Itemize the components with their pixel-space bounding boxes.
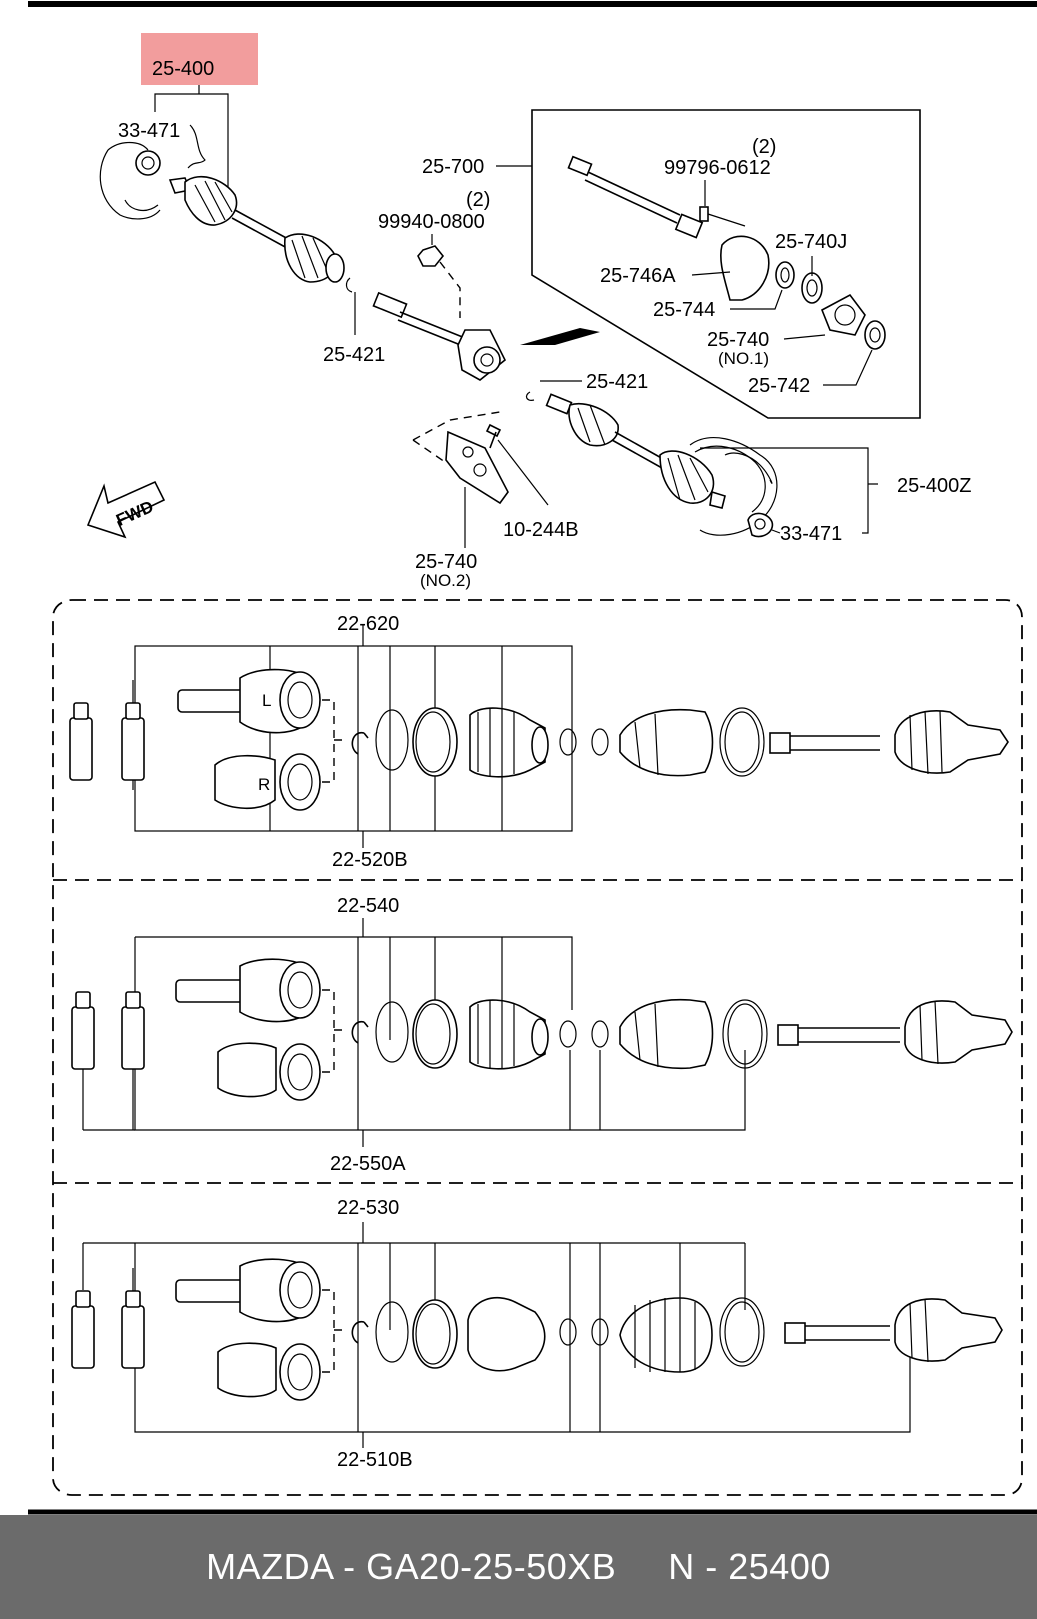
leader-25-746A xyxy=(691,271,731,276)
nut-99940 xyxy=(417,245,445,267)
label-25-740-no1[interactable]: (NO.1) xyxy=(718,349,769,368)
label-33-471-bottom[interactable]: 33-471 xyxy=(780,523,842,545)
label-99940-0800[interactable]: 99940-0800 xyxy=(378,211,485,233)
kit-frame xyxy=(52,599,1023,1496)
label-99940-qty[interactable]: (2) xyxy=(466,189,490,211)
kit-section-1: L R xyxy=(69,625,1009,848)
leader-33-471-bottom xyxy=(771,529,781,534)
fwd-arrow: FWD xyxy=(86,480,166,539)
circlip-right xyxy=(525,391,535,401)
joint-r-mark: R xyxy=(258,775,270,794)
label-25-400[interactable]: 25-400 xyxy=(152,58,214,80)
joint-l-mark: L xyxy=(262,691,271,710)
leader-10-244B xyxy=(497,439,549,506)
label-22-520B[interactable]: 22-520B xyxy=(332,849,408,871)
inset-parts xyxy=(567,155,886,350)
inset-arrow xyxy=(520,328,600,345)
driveshaft-left xyxy=(168,175,353,293)
kit-section-2 xyxy=(71,918,1013,1147)
label-22-550A[interactable]: 22-550A xyxy=(330,1153,406,1175)
label-10-244B[interactable]: 10-244B xyxy=(503,519,579,541)
highlight-box xyxy=(141,33,258,85)
label-22-530[interactable]: 22-530 xyxy=(337,1197,399,1219)
label-25-400Z[interactable]: 25-400Z xyxy=(897,475,972,497)
label-25-740J[interactable]: 25-740J xyxy=(775,231,847,253)
label-25-746A[interactable]: 25-746A xyxy=(600,265,676,287)
label-25-421-left[interactable]: 25-421 xyxy=(323,344,385,366)
label-22-540[interactable]: 22-540 xyxy=(337,895,399,917)
leader-25-742 xyxy=(823,349,873,386)
dash-99940 xyxy=(439,261,461,318)
label-99796-qty[interactable]: (2) xyxy=(752,136,776,158)
label-22-620[interactable]: 22-620 xyxy=(337,613,399,635)
knuckle-left xyxy=(99,124,206,220)
intermediate-shaft xyxy=(372,291,507,381)
bracket-25-740-no2 xyxy=(412,411,509,505)
footer-reference: N - 25400 xyxy=(668,1546,831,1587)
bracket-25-400 xyxy=(154,85,229,188)
label-25-744[interactable]: 25-744 xyxy=(653,299,715,321)
label-25-421-right[interactable]: 25-421 xyxy=(586,371,648,393)
bracket-25-400Z xyxy=(700,447,878,534)
label-99796-0612[interactable]: 99796-0612 xyxy=(664,157,771,179)
label-33-471-top[interactable]: 33-471 xyxy=(118,120,180,142)
leader-25-740 xyxy=(783,334,826,340)
inset-box xyxy=(531,109,921,419)
label-25-740-no2[interactable]: (NO.2) xyxy=(420,571,471,590)
label-25-700[interactable]: 25-700 xyxy=(422,156,484,178)
label-25-740-b[interactable]: 25-740 xyxy=(415,551,477,573)
label-25-742[interactable]: 25-742 xyxy=(748,375,810,397)
footer-bar: MAZDA - GA20-25-50XB N - 25400 xyxy=(0,1515,1037,1619)
driveshaft-right xyxy=(545,393,778,538)
leader-25-744 xyxy=(730,289,783,310)
label-25-740[interactable]: 25-740 xyxy=(707,329,769,351)
label-22-510B[interactable]: 22-510B xyxy=(337,1449,413,1471)
footer-part-number: MAZDA - GA20-25-50XB xyxy=(206,1546,617,1587)
parts-diagram: 25-400 33-471 25-421 (2) 99940-0800 xyxy=(28,1,1037,1515)
kit-section-3 xyxy=(71,1222,1003,1448)
